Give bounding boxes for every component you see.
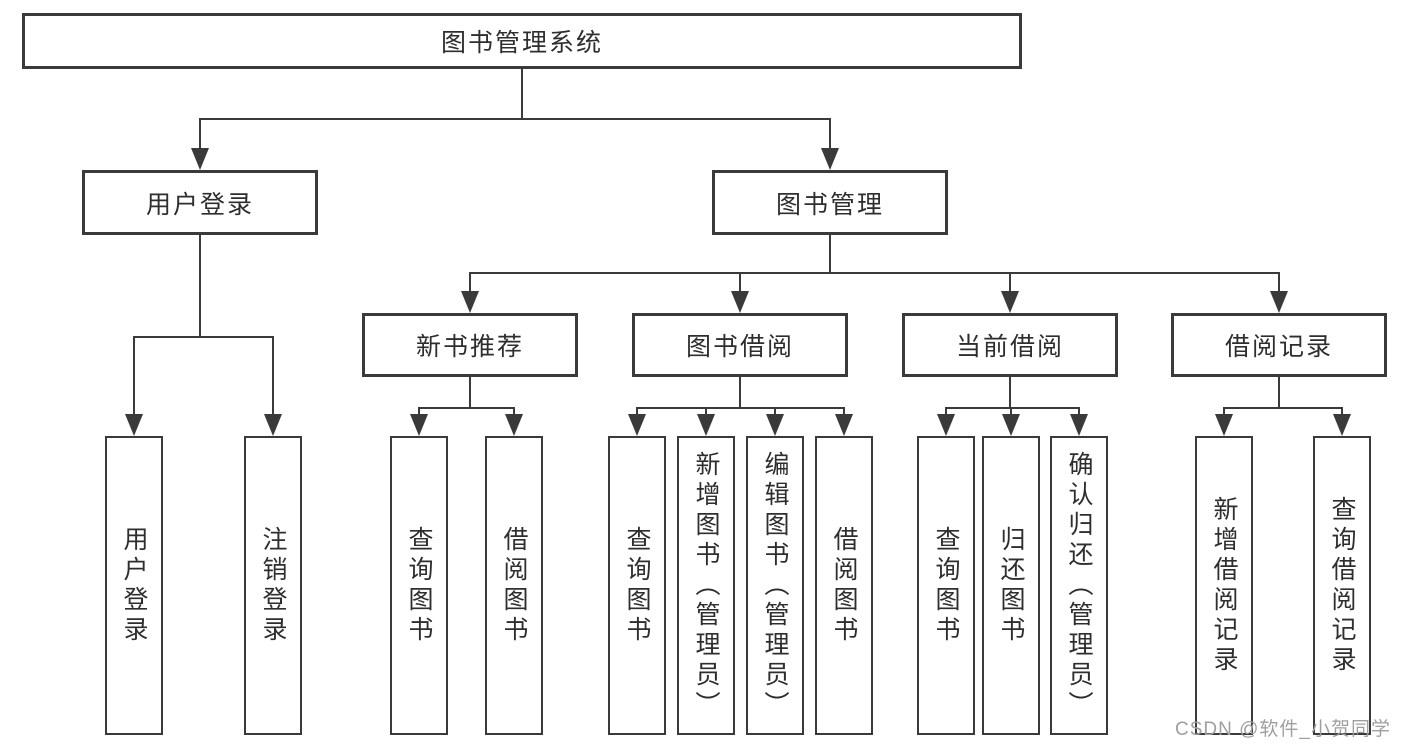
node-leaf-query-book-2: 查询图书 <box>608 436 666 735</box>
connector-line <box>513 407 515 416</box>
node-borrowing-records: 借阅记录 <box>1171 313 1387 377</box>
node-new-book-recommend: 新书推荐 <box>362 313 578 377</box>
connector-line <box>272 336 274 416</box>
node-leaf-query-book-1: 查询图书 <box>390 436 448 735</box>
connector-line <box>774 407 776 416</box>
connector-line <box>739 272 741 293</box>
connector-line <box>469 272 1280 274</box>
connector-line <box>521 68 523 120</box>
connector-line <box>1278 272 1280 293</box>
node-label: 查询图书 <box>623 525 651 646</box>
arrow-down-icon <box>697 414 715 436</box>
connector-line <box>199 234 201 338</box>
connector-line <box>1223 407 1225 416</box>
connector-line <box>945 407 1080 409</box>
node-label: 借阅图书 <box>830 525 858 646</box>
connector-line <box>636 407 845 409</box>
node-label: 新增借阅记录 <box>1210 495 1238 676</box>
node-leaf-user-login: 用户登录 <box>105 436 163 735</box>
node-book-management: 图书管理 <box>712 170 948 235</box>
connector-line <box>1010 407 1012 416</box>
arrow-down-icon <box>505 414 523 436</box>
node-leaf-add-book: 新增图书（管理员） <box>677 436 735 735</box>
node-book-borrowing: 图书借阅 <box>632 313 848 377</box>
arrow-down-icon <box>821 148 839 170</box>
connector-line <box>945 407 947 416</box>
node-label: 归还图书 <box>997 525 1025 646</box>
connector-line <box>843 407 845 416</box>
node-leaf-query-book-3: 查询图书 <box>917 436 975 735</box>
node-label: 新书推荐 <box>415 333 524 361</box>
node-user-login: 用户登录 <box>82 170 318 235</box>
node-leaf-return-book: 归还图书 <box>982 436 1040 735</box>
node-current-borrowing: 当前借阅 <box>902 313 1118 377</box>
node-label: 用户登录 <box>120 525 148 646</box>
watermark: CSDN @软件_小贺同学 <box>1175 719 1391 740</box>
arrow-down-icon <box>1333 414 1351 436</box>
arrow-down-icon <box>731 291 749 313</box>
arrow-down-icon <box>264 414 282 436</box>
node-label: 查询借阅记录 <box>1328 495 1356 676</box>
arrow-down-icon <box>1270 291 1288 313</box>
arrow-down-icon <box>461 291 479 313</box>
node-leaf-add-borrow-record: 新增借阅记录 <box>1195 436 1253 735</box>
node-label: 查询图书 <box>405 525 433 646</box>
arrow-down-icon <box>1001 291 1019 313</box>
connector-line <box>1223 407 1343 409</box>
arrow-down-icon <box>835 414 853 436</box>
connector-line <box>636 407 638 416</box>
connector-line <box>1278 376 1280 409</box>
node-leaf-borrow-book-1: 借阅图书 <box>485 436 543 735</box>
connector-line <box>1009 272 1011 293</box>
node-label: 编辑图书（管理员） <box>761 450 789 721</box>
connector-line <box>1341 407 1343 416</box>
connector-line <box>199 118 201 150</box>
connector-line <box>469 272 471 293</box>
connector-line <box>1009 376 1011 409</box>
node-leaf-confirm-return: 确认归还（管理员） <box>1050 436 1108 735</box>
node-label: 图书借阅 <box>685 333 794 361</box>
node-label: 当前借阅 <box>955 333 1064 361</box>
connector-line <box>418 407 420 416</box>
arrow-down-icon <box>937 414 955 436</box>
connector-line <box>829 234 831 274</box>
node-system: 图书管理系统 <box>22 13 1022 69</box>
arrow-down-icon <box>1070 414 1088 436</box>
node-label: 图书管理 <box>775 190 884 219</box>
node-label: 确认归还（管理员） <box>1065 450 1093 721</box>
arrow-down-icon <box>410 414 428 436</box>
node-label: 用户登录 <box>145 190 254 219</box>
node-leaf-query-borrow-record: 查询借阅记录 <box>1313 436 1371 735</box>
connector-line <box>199 118 831 120</box>
node-label: 注销登录 <box>259 525 287 646</box>
node-label: 查询图书 <box>932 525 960 646</box>
connector-line <box>469 376 471 409</box>
node-label: 图书管理系统 <box>440 29 603 57</box>
node-leaf-borrow-book-2: 借阅图书 <box>815 436 873 735</box>
connector-line <box>739 376 741 409</box>
node-leaf-logout: 注销登录 <box>244 436 302 735</box>
arrow-down-icon <box>125 414 143 436</box>
connector-line <box>133 336 135 416</box>
arrow-down-icon <box>1002 414 1020 436</box>
connector-line <box>133 336 274 338</box>
node-leaf-edit-book: 编辑图书（管理员） <box>746 436 804 735</box>
connector-line <box>705 407 707 416</box>
arrow-down-icon <box>191 148 209 170</box>
arrow-down-icon <box>628 414 646 436</box>
node-label: 新增图书（管理员） <box>692 450 720 721</box>
node-label: 借阅记录 <box>1224 333 1333 361</box>
arrow-down-icon <box>1215 414 1233 436</box>
connector-line <box>418 407 515 409</box>
connector-line <box>1078 407 1080 416</box>
connector-line <box>829 118 831 150</box>
node-label: 借阅图书 <box>500 525 528 646</box>
arrow-down-icon <box>766 414 784 436</box>
